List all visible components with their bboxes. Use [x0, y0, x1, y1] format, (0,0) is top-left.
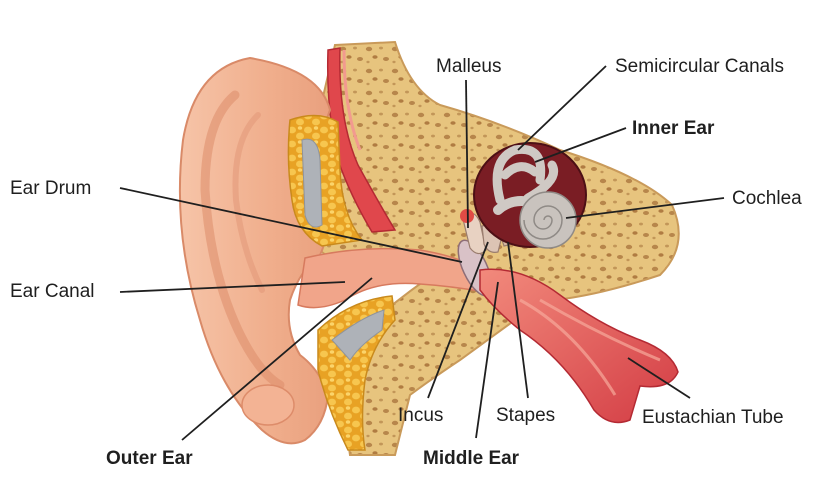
label-incus: Incus: [398, 405, 444, 426]
leader-ear-canal: [119, 281, 346, 293]
leader-stapes: [507, 241, 529, 399]
label-semicircular-canals: Semicircular Canals: [615, 56, 784, 77]
leader-inner-ear: [534, 127, 627, 163]
label-stapes: Stapes: [496, 405, 556, 426]
label-middle-ear: Middle Ear: [423, 448, 520, 469]
leader-semicircular-canals: [517, 65, 607, 151]
label-ear-canal: Ear Canal: [10, 281, 95, 302]
semicircular-canals-shape: [492, 144, 558, 205]
leader-malleus: [465, 79, 469, 229]
leader-outer-ear: [181, 277, 373, 441]
leader-ear-drum: [119, 187, 463, 263]
label-cochlea: Cochlea: [732, 188, 802, 209]
label-ear-drum: Ear Drum: [10, 178, 92, 199]
cochlea-shape: [519, 191, 577, 249]
leader-eustachian-tube: [627, 357, 691, 399]
leader-incus: [427, 241, 489, 399]
ear-canal: [297, 247, 487, 309]
label-inner-ear: Inner Ear: [632, 118, 715, 139]
label-eustachian-tube: Eustachian Tube: [642, 407, 784, 428]
muscle-top: [326, 47, 397, 233]
leader-cochlea: [565, 197, 725, 219]
leader-lines: [119, 65, 725, 441]
label-outer-ear: Outer Ear: [106, 448, 193, 469]
label-malleus: Malleus: [436, 56, 502, 77]
leader-middle-ear: [475, 281, 499, 439]
